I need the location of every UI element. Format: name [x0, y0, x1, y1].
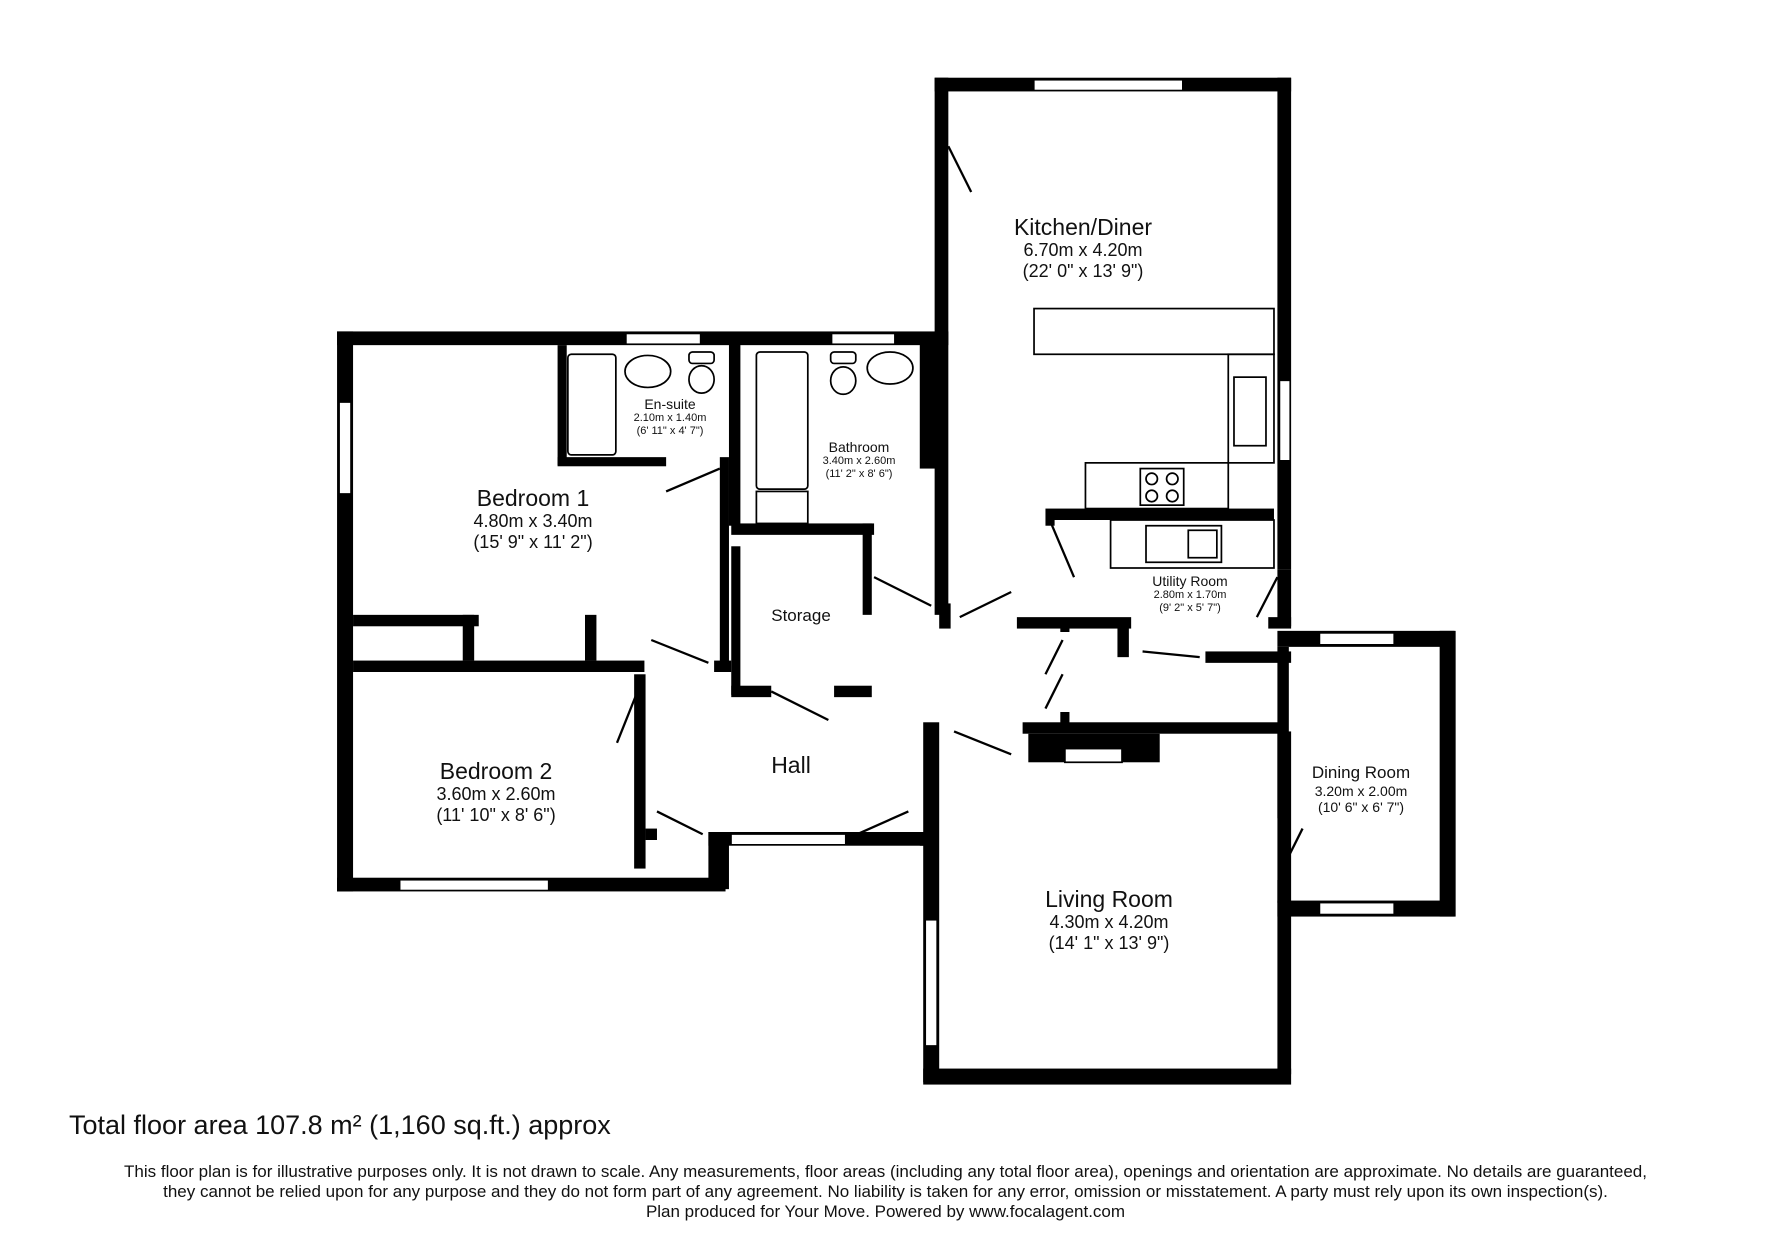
room-dimensions-metric: 2.80m x 1.70m	[1153, 589, 1227, 602]
room-label-ensuite: En-suite 2.10m x 1.40m (6' 11" x 4' 7")	[634, 396, 707, 437]
room-label-dining: Dining Room 3.20m x 2.00m (10' 6" x 6' 7…	[1312, 763, 1410, 815]
room-dimensions-imperial: (11' 2" x 8' 6")	[825, 467, 893, 480]
room-dimensions-metric: 3.40m x 2.60m	[822, 455, 896, 468]
room-dimensions-imperial: (14' 1" x 13' 9")	[1048, 933, 1170, 954]
room-dimensions-imperial: (10' 6" x 6' 7")	[1317, 798, 1405, 815]
disclaimer: This floor plan is for illustrative purp…	[0, 1162, 1771, 1222]
room-label-storage: Storage	[771, 606, 831, 626]
room-dimensions-imperial: (11' 10" x 8' 6")	[436, 805, 556, 826]
room-name: Storage	[771, 606, 831, 625]
room-name: Kitchen/Diner	[1013, 214, 1153, 240]
room-dimensions-imperial: (6' 11" x 4' 7")	[636, 424, 704, 437]
room-label-utility: Utility Room 2.80m x 1.70m (9' 2" x 5' 7…	[1152, 573, 1227, 614]
room-dimensions-metric: 6.70m x 4.20m	[1023, 240, 1143, 261]
room-dimensions-imperial: (22' 0" x 13' 9")	[1022, 261, 1144, 282]
disclaimer-line: they cannot be relied upon for any purpo…	[163, 1182, 1608, 1201]
room-dimensions-metric: 2.10m x 1.40m	[633, 412, 707, 425]
room-name: Utility Room	[1152, 573, 1228, 589]
room-label-kitchen: Kitchen/Diner 6.70m x 4.20m (22' 0" x 13…	[1014, 214, 1152, 282]
room-dimensions-metric: 3.60m x 2.60m	[436, 784, 556, 805]
room-name: En-suite	[644, 396, 696, 412]
room-name: Bathroom	[828, 439, 890, 455]
room-name: Bedroom 1	[476, 485, 590, 511]
room-dimensions-metric: 4.80m x 3.40m	[473, 511, 593, 532]
room-dimensions-imperial: (15' 9" x 11' 2")	[473, 532, 593, 553]
room-dimensions-metric: 4.30m x 4.20m	[1049, 912, 1169, 933]
room-label-living: Living Room 4.30m x 4.20m (14' 1" x 13' …	[1045, 886, 1173, 954]
room-label-bedroom-1: Bedroom 1 4.80m x 3.40m (15' 9" x 11' 2"…	[473, 485, 592, 553]
room-label-bathroom: Bathroom 3.40m x 2.60m (11' 2" x 8' 6")	[823, 439, 896, 480]
room-label-hall: Hall	[771, 752, 811, 778]
disclaimer-line: This floor plan is for illustrative purp…	[124, 1162, 1647, 1181]
room-name: Bedroom 2	[439, 758, 553, 784]
room-dimensions-metric: 3.20m x 2.00m	[1314, 782, 1408, 799]
room-name: Hall	[771, 752, 811, 778]
disclaimer-line: Plan produced for Your Move. Powered by …	[645, 1202, 1126, 1221]
room-dimensions-imperial: (9' 2" x 5' 7")	[1159, 601, 1221, 614]
room-name: Living Room	[1045, 886, 1173, 912]
total-floor-area: Total floor area 107.8 m² (1,160 sq.ft.)…	[69, 1110, 611, 1140]
room-name: Dining Room	[1311, 763, 1411, 782]
room-label-bedroom-2: Bedroom 2 3.60m x 2.60m (11' 10" x 8' 6"…	[436, 758, 555, 826]
